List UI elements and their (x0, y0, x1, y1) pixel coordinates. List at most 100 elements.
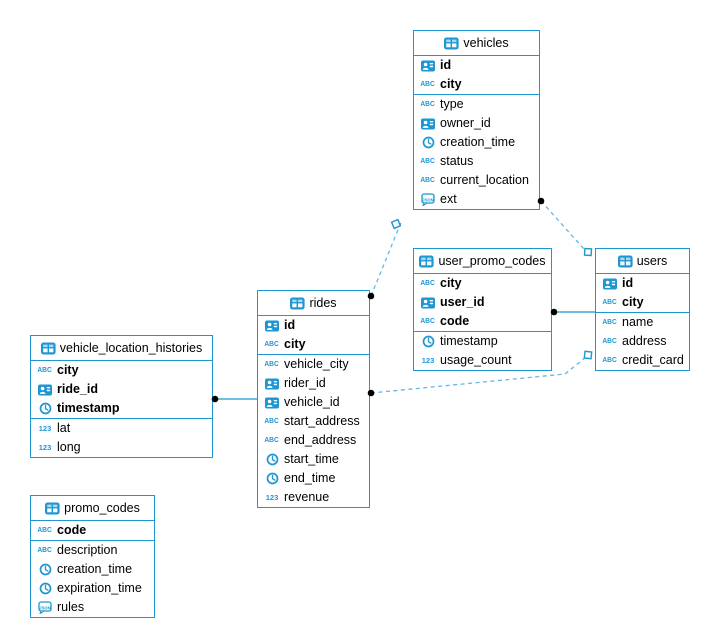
column-row-creation_time[interactable]: creation_time (414, 133, 539, 152)
column-name: description (57, 543, 118, 557)
clock-type-icon (39, 582, 51, 595)
column-type-icon-cell: ABC (419, 318, 437, 325)
abc-text-type-icon: ABC (264, 341, 280, 348)
abc-text-type-icon: ABC (602, 319, 618, 326)
column-row-city[interactable]: ABC city (414, 274, 551, 293)
many-side-dot-marker (537, 197, 545, 205)
column-row-id[interactable]: id (414, 56, 539, 75)
column-row-city[interactable]: ABC city (596, 293, 689, 312)
column-row-long[interactable]: 123 long (31, 438, 212, 457)
table-header[interactable]: users (596, 249, 689, 274)
relation-line[interactable] (370, 356, 587, 394)
column-type-icon-cell (263, 378, 281, 390)
table-vehicle_location_histories[interactable]: vehicle_location_histories ABC city ride… (30, 335, 213, 458)
column-row-revenue[interactable]: 123 revenue (258, 488, 369, 507)
column-row-name[interactable]: ABC name (596, 313, 689, 332)
column-row-city[interactable]: ABC city (414, 75, 539, 94)
column-row-id[interactable]: id (596, 274, 689, 293)
column-row-type[interactable]: ABC type (414, 95, 539, 114)
abc-text-type-icon: ABC (420, 177, 436, 184)
column-row-status[interactable]: ABC status (414, 152, 539, 171)
clock-type-icon (39, 563, 51, 576)
relation-rides-vehicles[interactable] (367, 218, 403, 300)
many-side-dot-marker (367, 292, 375, 300)
column-type-icon-cell: ABC (601, 338, 619, 345)
column-row-expiration_time[interactable]: expiration_time (31, 579, 154, 598)
table-rides[interactable]: rides id ABC city ABC vehicle_city rider… (257, 290, 370, 508)
column-name: city (440, 77, 462, 91)
123-number-type-icon: 123 (38, 424, 52, 433)
column-row-address[interactable]: ABC address (596, 332, 689, 351)
column-row-timestamp[interactable]: timestamp (414, 332, 551, 351)
column-row-usage_count[interactable]: 123 usage_count (414, 351, 551, 370)
clock-type-icon (422, 335, 434, 348)
column-row-end_time[interactable]: end_time (258, 469, 369, 488)
column-name: ext (440, 192, 457, 206)
column-row-city[interactable]: ABC city (258, 335, 369, 354)
column-row-end_address[interactable]: ABC end_address (258, 431, 369, 450)
column-row-ext[interactable]: JSON ext (414, 190, 539, 209)
abc-text-type-icon: ABC (602, 357, 618, 364)
column-row-start_time[interactable]: start_time (258, 450, 369, 469)
column-row-vehicle_city[interactable]: ABC vehicle_city (258, 355, 369, 374)
column-type-icon-cell: JSON (36, 601, 54, 614)
relation-line[interactable] (540, 200, 585, 250)
123-number-type-icon: 123 (265, 493, 279, 502)
column-name: usage_count (440, 353, 512, 367)
abc-text-type-icon: ABC (602, 338, 618, 345)
column-type-icon-cell: ABC (419, 158, 437, 165)
table-header[interactable]: vehicle_location_histories (31, 336, 212, 361)
column-row-user_id[interactable]: user_id (414, 293, 551, 312)
column-type-icon-cell (263, 472, 281, 485)
relation-line[interactable] (370, 219, 403, 297)
column-row-rules[interactable]: JSON rules (31, 598, 154, 617)
table-user_promo_codes[interactable]: user_promo_codes ABC city user_id ABC co… (413, 248, 552, 371)
column-row-lat[interactable]: 123 lat (31, 419, 212, 438)
column-row-rider_id[interactable]: rider_id (258, 374, 369, 393)
column-type-icon-cell (36, 402, 54, 415)
table-header[interactable]: rides (258, 291, 369, 316)
relation-rides-users[interactable] (367, 350, 593, 397)
column-type-icon-cell: 123 (36, 443, 54, 452)
table-header[interactable]: promo_codes (31, 496, 154, 521)
column-row-start_address[interactable]: ABC start_address (258, 412, 369, 431)
column-type-icon-cell (36, 563, 54, 576)
column-name: id (622, 276, 634, 290)
column-type-icon-cell (263, 320, 281, 332)
table-vehicles[interactable]: vehicles id ABC city ABC type owner_id c… (413, 30, 540, 210)
column-row-city[interactable]: ABC city (31, 361, 212, 380)
abc-text-type-icon: ABC (602, 299, 618, 306)
column-type-icon-cell: ABC (419, 177, 437, 184)
column-row-description[interactable]: ABC description (31, 541, 154, 560)
column-row-code[interactable]: ABC code (414, 312, 551, 331)
relation-user_promo_codes-users[interactable] (550, 308, 595, 316)
table-name: users (636, 254, 668, 268)
table-name: vehicle_location_histories (59, 341, 203, 355)
clock-type-icon (39, 402, 51, 415)
column-row-creation_time[interactable]: creation_time (31, 560, 154, 579)
table-users[interactable]: users id ABC city ABC name ABC address A… (595, 248, 690, 371)
column-row-ride_id[interactable]: ride_id (31, 380, 212, 399)
clock-type-icon (266, 453, 278, 466)
column-row-code[interactable]: ABC code (31, 521, 154, 540)
column-name: long (57, 440, 81, 454)
column-row-vehicle_id[interactable]: vehicle_id (258, 393, 369, 412)
column-type-icon-cell (36, 384, 54, 396)
table-header[interactable]: vehicles (414, 31, 539, 56)
table-promo_codes[interactable]: promo_codes ABC code ABC description cre… (30, 495, 155, 618)
column-row-timestamp[interactable]: timestamp (31, 399, 212, 418)
abc-text-type-icon: ABC (37, 547, 53, 554)
column-type-icon-cell: ABC (263, 418, 281, 425)
relation-vehicle_location_histories-rides[interactable] (211, 395, 257, 403)
abc-text-type-icon: ABC (420, 280, 436, 287)
table-icon (419, 255, 435, 267)
column-row-credit_card[interactable]: ABC credit_card (596, 351, 689, 370)
id-card-type-icon (265, 378, 279, 389)
column-row-owner_id[interactable]: owner_id (414, 114, 539, 133)
table-header[interactable]: user_promo_codes (414, 249, 551, 274)
123-number-type-icon: 123 (421, 356, 435, 365)
column-row-id[interactable]: id (258, 316, 369, 335)
column-row-current_location[interactable]: ABC current_location (414, 171, 539, 190)
column-type-icon-cell (36, 582, 54, 595)
relation-vehicles-users[interactable] (537, 197, 593, 257)
